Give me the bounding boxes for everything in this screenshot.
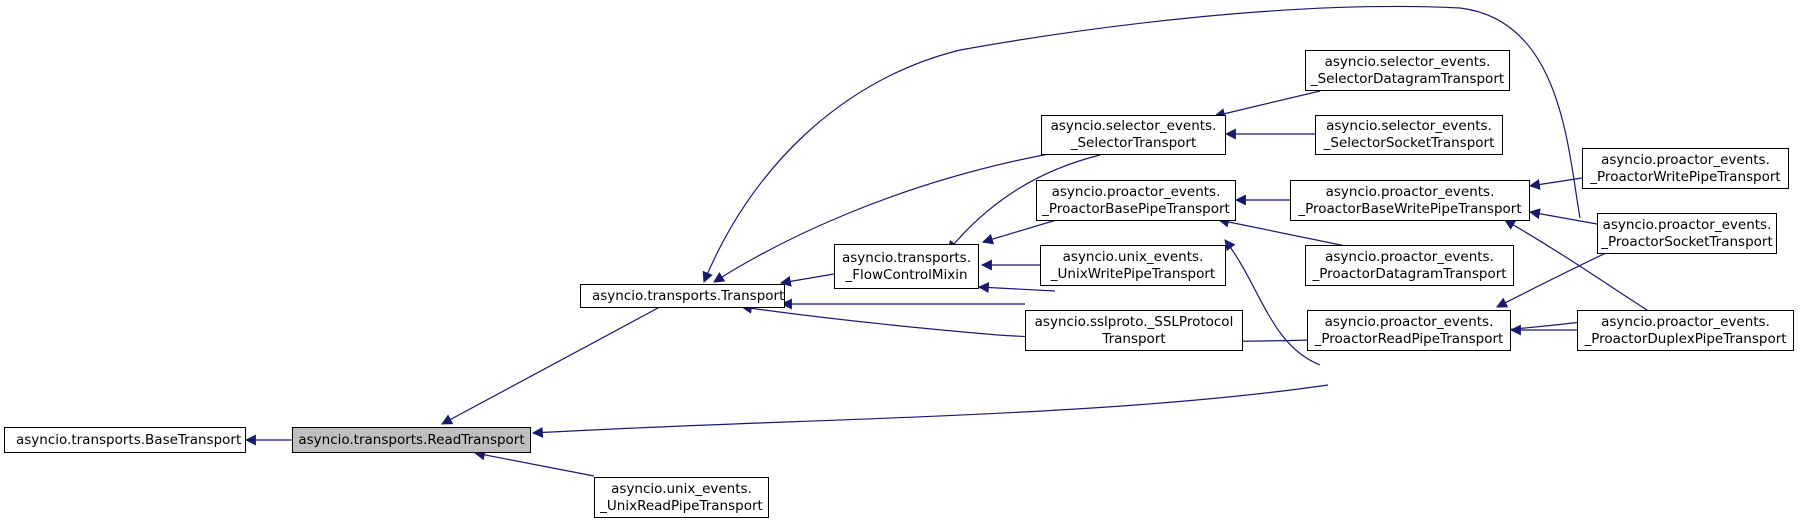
node-label-line2: _ProactorDuplexPipeTransport (1584, 330, 1787, 347)
node-label-line1: asyncio.proactor_events. (1325, 183, 1495, 200)
node-label-line2: Transport (1102, 330, 1166, 347)
edge-ssl-to-flow (977, 282, 1056, 294)
node-read-transport[interactable]: asyncio.transports.ReadTransport (292, 427, 531, 453)
node-label-line1: asyncio.proactor_events. (1051, 183, 1221, 200)
node-label-line2: _SelectorTransport (1070, 135, 1197, 151)
node-label-line1: asyncio.proactor_events. (1324, 313, 1494, 330)
node-label-line2: _SelectorSocketTransport (1323, 135, 1495, 151)
edge-proread-to-probase (1224, 239, 1321, 366)
node-selector-socket-transport[interactable]: asyncio.selector_events. _SelectorSocket… (1315, 115, 1503, 155)
node-selector-datagram-transport[interactable]: asyncio.selector_events. _SelectorDatagr… (1305, 50, 1510, 91)
node-label-line1: asyncio.unix_events. (1062, 248, 1204, 265)
edge-prosock-to-probasewrite (1528, 208, 1598, 225)
node-label-line2: _ProactorWritePipeTransport (1590, 168, 1781, 185)
node-flow-control-mixin[interactable]: asyncio.transports. _FlowControlMixin (834, 244, 979, 289)
edge-produplex-to-probasewrite (1504, 219, 1651, 313)
node-label-line2: _ProactorDatagramTransport (1312, 265, 1507, 282)
node-label-line1: asyncio.selector_events. (1050, 118, 1217, 134)
node-label-line2: _ProactorBaseWritePipeTransport (1298, 200, 1522, 217)
node-label-line2: _SelectorDatagramTransport (1310, 70, 1505, 87)
node-ssl-protocol-transport[interactable]: asyncio.sslproto._SSLProtocol Transport (1025, 310, 1243, 351)
node-label-line1: asyncio.sslproto._SSLProtocol (1034, 313, 1234, 330)
node-label-line2: _UnixWritePipeTransport (1050, 265, 1216, 282)
edge-prowrite-to-probasewrite (1528, 177, 1583, 190)
edge-flow-to-transport (779, 273, 835, 287)
node-label-line2: _FlowControlMixin (845, 266, 968, 283)
node-label-line1: asyncio.proactor_events. (1601, 151, 1770, 168)
node-label-line1: asyncio.proactor_events. (1325, 248, 1494, 265)
node-proactor-write-pipe-transport[interactable]: asyncio.proactor_events. _ProactorWriteP… (1582, 148, 1789, 189)
node-proactor-duplex-pipe-transport[interactable]: asyncio.proactor_events. _ProactorDuplex… (1577, 310, 1794, 351)
node-unix-read-pipe-transport[interactable]: asyncio.unix_events. _UnixReadPipeTransp… (594, 477, 769, 518)
node-proactor-base-write-pipe-transport[interactable]: asyncio.proactor_events. _ProactorBaseWr… (1290, 180, 1530, 221)
node-label-line2: _UnixReadPipeTransport (600, 497, 763, 514)
node-label: asyncio.transports.BaseTransport (16, 431, 242, 448)
node-label-line2: _ProactorBasePipeTransport (1042, 200, 1230, 217)
edge-seldgram-to-selector (1213, 90, 1321, 120)
node-label-line1: asyncio.selector_events. (1326, 118, 1492, 134)
node-proactor-datagram-transport[interactable]: asyncio.proactor_events. _ProactorDatagr… (1305, 245, 1514, 286)
node-label-line1: asyncio.unix_events. (611, 480, 752, 497)
edge-probase-to-flow (981, 217, 1064, 245)
node-label: asyncio.transports.Transport (592, 287, 785, 304)
node-label-line1: asyncio.proactor_events. (1602, 216, 1772, 233)
node-proactor-read-pipe-transport[interactable]: asyncio.proactor_events. _ProactorReadPi… (1307, 310, 1511, 351)
node-label-line1: asyncio.selector_events. (1324, 53, 1491, 70)
edge-unixread-to-read (473, 449, 595, 477)
node-label-line1: asyncio.proactor_events. (1601, 313, 1770, 330)
node-label-line2: _ProactorSocketTransport (1601, 233, 1773, 250)
node-unix-write-pipe-transport[interactable]: asyncio.unix_events. _UnixWritePipeTrans… (1040, 245, 1226, 286)
edge-proread-to-read (531, 384, 1329, 438)
edge-selector-to-flow (947, 154, 1101, 252)
edge-transport-to-read (441, 307, 659, 425)
edge-prosock-to-transport (702, 5, 1581, 284)
node-transport[interactable]: asyncio.transports.Transport (580, 284, 785, 308)
node-proactor-base-pipe-transport[interactable]: asyncio.proactor_events. _ProactorBasePi… (1036, 180, 1236, 221)
node-label-line2: _ProactorReadPipeTransport (1314, 330, 1504, 347)
node-label: asyncio.transports.ReadTransport (298, 431, 525, 448)
node-label-line1: asyncio.transports. (841, 249, 972, 266)
node-selector-transport[interactable]: asyncio.selector_events. _SelectorTransp… (1041, 115, 1226, 155)
node-proactor-socket-transport[interactable]: asyncio.proactor_events. _ProactorSocket… (1597, 213, 1777, 254)
edge-selector-to-transport (713, 150, 1066, 283)
node-base-transport[interactable]: asyncio.transports.BaseTransport (4, 427, 246, 453)
